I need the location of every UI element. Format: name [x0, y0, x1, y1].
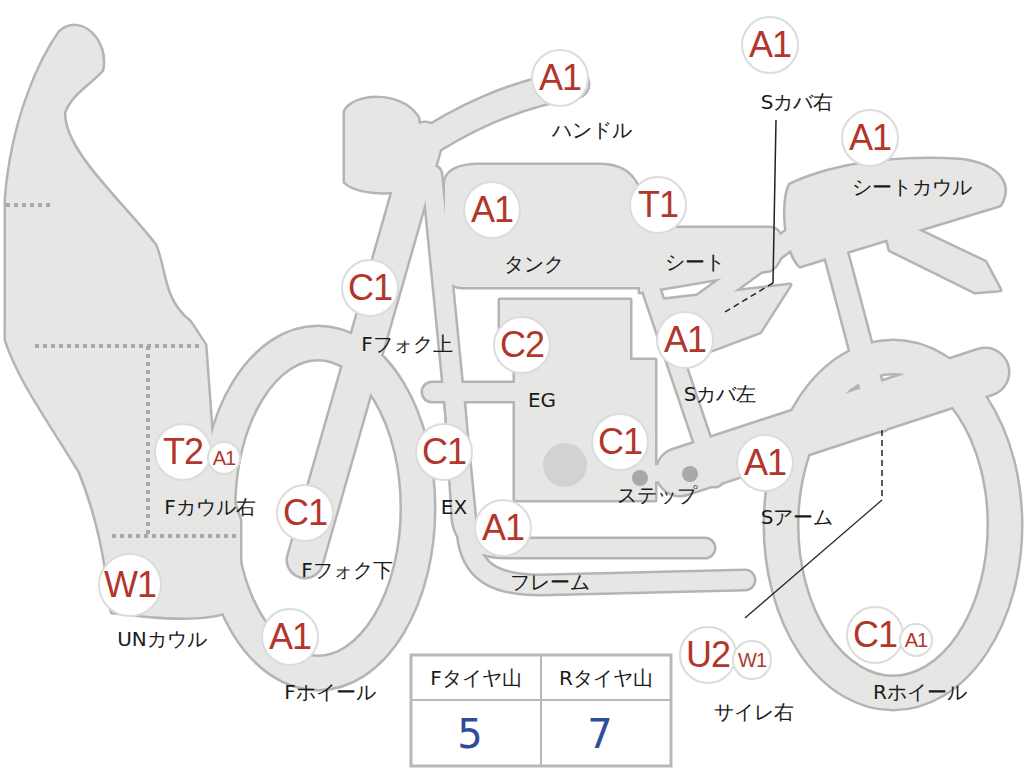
headlight — [345, 98, 425, 192]
damage-code-circle: C1Fフォク上 — [341, 259, 399, 317]
part-name: EX — [441, 496, 467, 519]
part-name: フレーム — [510, 571, 590, 594]
damage-code: A1 — [749, 27, 791, 63]
headlight — [345, 98, 425, 192]
damage-code-circle: A1ハンドル — [531, 49, 589, 107]
damage-code: A1 — [213, 448, 235, 468]
tire-tread-value: 7 — [587, 712, 612, 756]
seat — [640, 228, 782, 292]
outline-layer — [6, 26, 1005, 693]
fill-layer — [6, 26, 1005, 693]
part-name: Sアーム — [761, 506, 834, 529]
fuel-tank — [445, 165, 640, 287]
engine-block — [515, 360, 655, 500]
part-name: シート — [665, 251, 725, 274]
damage-code: U2 — [686, 637, 730, 673]
rear-shock — [835, 250, 880, 420]
tire-table — [411, 655, 671, 766]
part-name: Fカウル右 — [164, 496, 256, 519]
part-name: Rホイール — [873, 681, 967, 704]
side-cover — [662, 285, 790, 362]
damage-code: C2 — [500, 327, 544, 363]
engine-cover — [543, 443, 587, 487]
table-header: Rタイヤ山 — [559, 667, 653, 689]
damage-code: A1 — [664, 322, 706, 358]
front-cowl — [6, 26, 240, 617]
leader-line — [745, 500, 882, 618]
damage-code: A1 — [849, 120, 891, 156]
exhaust-pipe — [432, 381, 520, 404]
damage-code-circle: A1シートカウル — [841, 109, 899, 167]
damage-code: A1 — [744, 445, 786, 481]
part-name: シートカウル — [852, 176, 972, 199]
damage-code: C1 — [598, 424, 642, 460]
part-name: UNカウル — [117, 628, 207, 651]
step-peg — [682, 466, 698, 482]
damage-code-circle: A1Fホイール — [261, 608, 319, 666]
damage-code: C1 — [853, 617, 897, 653]
tire-tread-value: 5 — [457, 712, 482, 756]
part-name: Sカバ左 — [684, 383, 757, 406]
damage-code-circle: W1UNカウル — [98, 553, 162, 617]
damage-code: A1 — [269, 619, 311, 655]
leader-line — [773, 120, 776, 283]
leader-line — [881, 430, 883, 500]
part-name: Sカバ右 — [761, 91, 834, 114]
part-name: ハンドル — [552, 119, 632, 142]
part-name: Fフォク下 — [301, 559, 393, 582]
damage-code-circle: W1 — [732, 640, 772, 680]
damage-code: W1 — [738, 650, 766, 670]
panel-seam — [112, 534, 236, 538]
part-name: ステップ — [617, 484, 697, 507]
engine-block — [515, 360, 655, 500]
damage-code-circle: C2EG — [493, 316, 551, 374]
damage-code: A1 — [539, 60, 581, 96]
panel-seam — [35, 344, 200, 348]
damage-code: C1 — [422, 434, 466, 470]
front-cowl — [6, 26, 240, 617]
damage-code: W1 — [104, 567, 156, 603]
damage-code: A1 — [471, 192, 513, 228]
panel-seam — [146, 346, 150, 536]
damage-code-circle: A1 — [899, 623, 933, 657]
damage-code: T2 — [163, 434, 203, 470]
leader-line — [725, 283, 773, 312]
damage-code-circle: C1Fフォク下 — [276, 484, 334, 542]
table-grid — [411, 655, 671, 766]
swing-arm — [680, 372, 985, 472]
fuel-tank — [445, 165, 640, 287]
seat-cowl — [785, 159, 1004, 266]
damage-code-circle: U2サイレ右 — [679, 626, 737, 684]
damage-code: A1 — [905, 630, 927, 650]
damage-code-circle: C1EX — [415, 423, 473, 481]
damage-code-circle: A1タンク — [463, 181, 521, 239]
damage-code-circle: T2Fカウル右 — [154, 423, 212, 481]
damage-code-circle: A1Sカバ左 — [656, 311, 714, 369]
seat — [640, 228, 782, 292]
exhaust-pipe — [432, 383, 520, 401]
part-name: Fフォク上 — [361, 333, 453, 356]
part-name: タンク — [504, 253, 564, 276]
damage-code-circle: A1Sアーム — [736, 434, 794, 492]
panel-seam — [6, 203, 50, 207]
side-cover — [662, 285, 790, 362]
part-name: Fホイール — [284, 681, 376, 704]
detail-layer — [6, 120, 882, 766]
part-name: EG — [528, 389, 556, 412]
damage-code: C1 — [283, 495, 327, 531]
damage-code-circle: C1Rホイール — [846, 606, 904, 664]
damage-code-circle: A1フレーム — [474, 499, 532, 557]
part-name: サイレ右 — [714, 701, 794, 724]
damage-code-circle: C1ステップ — [591, 413, 649, 471]
damage-code: C1 — [348, 270, 392, 306]
table-header: Fタイヤ山 — [430, 667, 522, 689]
damage-code-circle: T1シート — [629, 176, 687, 234]
damage-code: A1 — [482, 510, 524, 546]
damage-code-circle: A1Sカバ右 — [741, 16, 799, 74]
damage-code: T1 — [638, 187, 678, 223]
